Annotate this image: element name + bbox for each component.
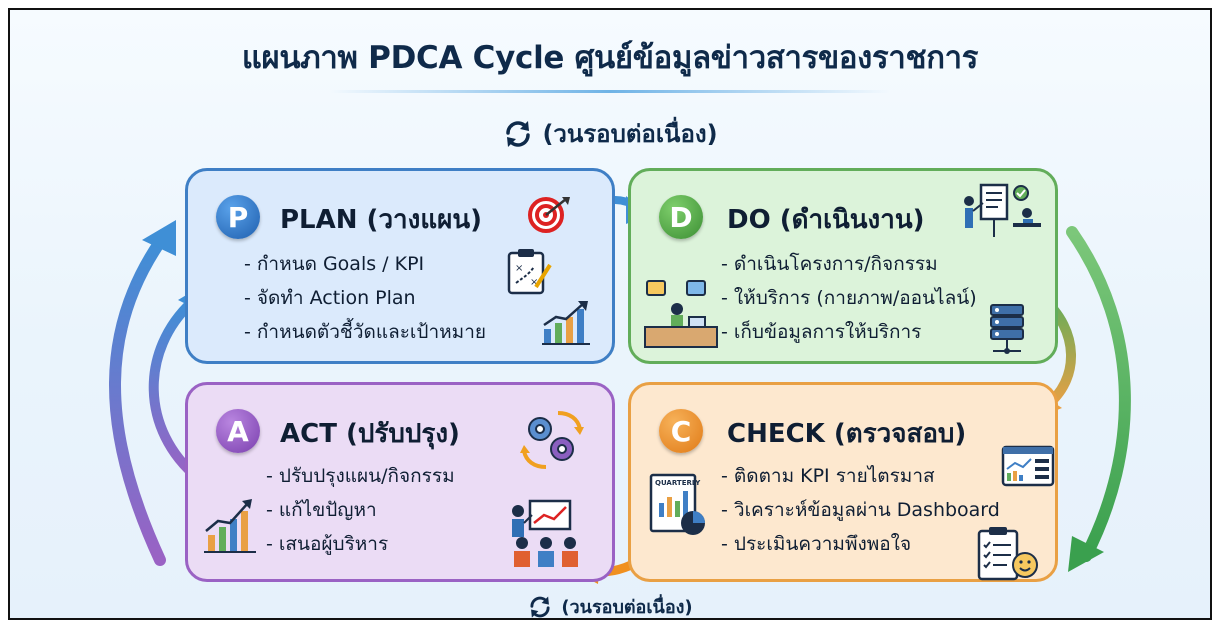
gears-cycle-icon bbox=[520, 411, 584, 469]
act-box: A ACT (ปรับปรุง) - ปรับปรุงแผน/กิจกรรม -… bbox=[185, 382, 615, 582]
arrow-do-to-check-outer bbox=[1066, 226, 1131, 562]
do-item: - ดำเนินโครงการ/กิจกรรม bbox=[721, 253, 938, 275]
dashboard-icon bbox=[1001, 445, 1055, 487]
do-box: D DO (ดำเนินงาน) - ดำเนินโครงการ/กิจกรรม… bbox=[628, 168, 1058, 364]
plan-box: P PLAN (วางแผน) - กำหนด Goals / KPI - จั… bbox=[185, 168, 615, 364]
quarterly-report-icon: QUARTERLY bbox=[649, 473, 709, 539]
diagram-title: แผนภาพ PDCA Cycle ศูนย์ข้อมูลข่าวสารของร… bbox=[241, 40, 979, 76]
cycle-label-top: (วนรอบต่อเนื่อง) bbox=[10, 114, 1210, 153]
plan-items: - กำหนด Goals / KPI - จัดทำ Action Plan … bbox=[244, 247, 486, 349]
svg-text:×: × bbox=[530, 277, 538, 288]
do-items: - ดำเนินโครงการ/กิจกรรม - ให้บริการ (กาย… bbox=[721, 247, 977, 349]
act-item: - ปรับปรุงแผน/กิจกรรม bbox=[266, 465, 455, 487]
check-item: - ติดตาม KPI รายไตรมาส bbox=[721, 465, 935, 487]
check-badge: C bbox=[659, 409, 703, 453]
bar-chart-icon bbox=[204, 499, 256, 553]
check-item: - วิเคราะห์ข้อมูลผ่าน Dashboard bbox=[721, 499, 1000, 521]
check-items: - ติดตาม KPI รายไตรมาส - วิเคราะห์ข้อมูล… bbox=[721, 459, 1000, 561]
diagram-frame: แผนภาพ PDCA Cycle ศูนย์ข้อมูลข่าวสารของร… bbox=[8, 8, 1212, 620]
cycle-label-bottom: (วนรอบต่อเนื่อง) bbox=[10, 592, 1210, 618]
act-item: - เสนอผู้บริหาร bbox=[266, 533, 389, 555]
act-title: ACT (ปรับปรุง) bbox=[280, 419, 460, 449]
clipboard-strategy-icon: × × bbox=[507, 249, 552, 295]
quarterly-report-graphic bbox=[649, 473, 705, 535]
act-item: - แก้ไขปัญหา bbox=[266, 499, 377, 521]
check-title: CHECK (ตรวจสอบ) bbox=[727, 419, 967, 449]
growth-chart-icon bbox=[542, 301, 590, 345]
do-item: - เก็บข้อมูลการให้บริการ bbox=[721, 321, 922, 343]
do-badge: D bbox=[659, 195, 703, 239]
plan-badge: P bbox=[216, 195, 260, 239]
act-badge: A bbox=[216, 409, 260, 453]
svg-text:×: × bbox=[515, 263, 523, 274]
do-title: DO (ดำเนินงาน) bbox=[727, 205, 925, 235]
cycle-label-top-text: (วนรอบต่อเนื่อง) bbox=[542, 120, 718, 148]
meeting-presentation-icon bbox=[512, 499, 578, 567]
quarterly-label: QUARTERLY bbox=[655, 479, 701, 487]
survey-clipboard-icon bbox=[977, 527, 1038, 581]
service-desk-icon bbox=[644, 280, 718, 348]
arrow-act-to-plan-outer bbox=[109, 236, 166, 566]
check-box: C CHECK (ตรวจสอบ) - ติดตาม KPI รายไตรมาส… bbox=[628, 382, 1058, 582]
server-icon bbox=[990, 304, 1024, 354]
arrow-act-to-plan-inner bbox=[148, 297, 203, 483]
refresh-icon bbox=[506, 120, 531, 147]
plan-item: - จัดทำ Action Plan bbox=[244, 287, 416, 309]
title-underline bbox=[330, 90, 890, 93]
arrow-act-to-plan-outer-head bbox=[142, 220, 176, 256]
presentation-icon bbox=[964, 183, 1041, 237]
check-item: - ประเมินความพึงพอใจ bbox=[721, 533, 912, 555]
plan-item: - กำหนด Goals / KPI bbox=[244, 253, 425, 275]
plan-title: PLAN (วางแผน) bbox=[280, 205, 482, 235]
cycle-label-bottom-text: (วนรอบต่อเนื่อง) bbox=[561, 597, 693, 618]
refresh-icon bbox=[530, 595, 550, 618]
arrow-do-to-check-outer-head bbox=[1068, 536, 1104, 572]
act-items: - ปรับปรุงแผน/กิจกรรม - แก้ไขปัญหา - เสน… bbox=[266, 459, 455, 561]
do-item: - ให้บริการ (กายภาพ/ออนไลน์) bbox=[721, 287, 977, 309]
plan-item: - กำหนดตัวชี้วัดและเป้าหมาย bbox=[244, 321, 486, 343]
target-icon bbox=[528, 197, 570, 233]
